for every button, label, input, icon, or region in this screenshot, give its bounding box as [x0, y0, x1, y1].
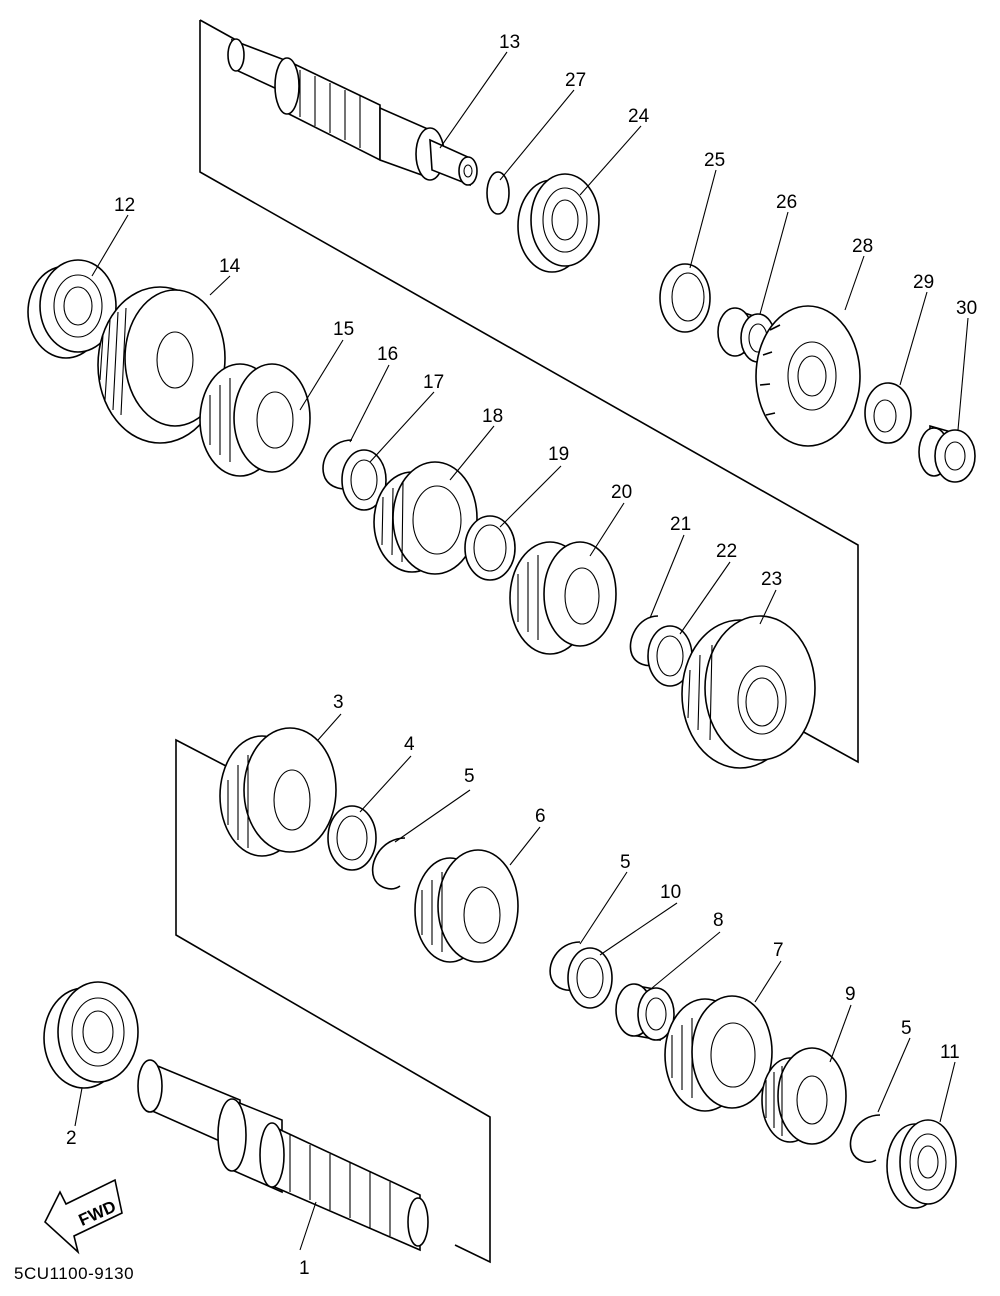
bearing-part-12 — [27, 259, 117, 359]
bearing-part-2 — [43, 981, 139, 1089]
callout-10: 10 — [660, 882, 681, 903]
callout-17: 17 — [423, 372, 444, 393]
circlip-part-5-b — [549, 941, 581, 991]
callout-22: 22 — [716, 541, 737, 562]
circlip-part-5-a — [371, 837, 406, 890]
lower-assembly-frame — [175, 738, 491, 1264]
lock-washer-part-29 — [864, 382, 912, 444]
callout-30: 30 — [956, 298, 977, 319]
washer-part-19 — [464, 515, 516, 581]
callout-4: 4 — [404, 734, 415, 755]
gear-part-18 — [373, 461, 478, 575]
circlip-part-5-c — [849, 1114, 881, 1163]
callout-28: 28 — [852, 236, 873, 257]
gear-part-20 — [509, 541, 617, 655]
gear-part-14 — [97, 286, 226, 444]
callout-labels: 1 2 3 4 5 6 7 8 9 10 11 12 13 14 15 16 1… — [66, 32, 977, 1279]
gear-part-6 — [414, 849, 519, 963]
callout-13: 13 — [499, 32, 520, 53]
o-ring-part-27 — [486, 171, 510, 215]
callout-5-c: 5 — [901, 1018, 912, 1039]
gear-part-23 — [681, 615, 816, 769]
callout-26: 26 — [776, 192, 797, 213]
callout-6: 6 — [535, 806, 546, 827]
sprocket-part-28 — [755, 305, 861, 447]
fwd-arrow-icon: FWD — [44, 1178, 123, 1255]
gear-part-3 — [219, 727, 337, 857]
callout-5-b: 5 — [620, 852, 631, 873]
drive-axle-part-13 — [227, 38, 478, 187]
callout-9: 9 — [845, 984, 856, 1005]
main-axle-part-1 — [137, 1059, 429, 1252]
callout-27: 27 — [565, 70, 586, 91]
drawing-code: 5CU1100-9130 — [14, 1264, 135, 1283]
callout-1: 1 — [299, 1258, 310, 1279]
bearing-part-11 — [886, 1119, 957, 1209]
nut-part-30 — [918, 424, 976, 483]
callout-18: 18 — [482, 406, 503, 427]
callout-14: 14 — [219, 256, 241, 277]
callout-12: 12 — [114, 195, 135, 216]
callout-29: 29 — [913, 272, 934, 293]
gear-part-7 — [664, 995, 773, 1112]
callout-8: 8 — [713, 910, 724, 931]
callout-3: 3 — [333, 692, 344, 713]
washer-part-4 — [327, 805, 377, 871]
callout-11: 11 — [940, 1042, 960, 1063]
callout-7: 7 — [773, 940, 784, 961]
washer-part-17 — [341, 449, 387, 511]
callout-5-a: 5 — [464, 766, 475, 787]
callout-21: 21 — [670, 514, 691, 535]
bearing-part-24 — [517, 173, 600, 273]
bushing-part-8 — [615, 983, 675, 1041]
callout-19: 19 — [548, 444, 569, 465]
callout-24: 24 — [628, 106, 650, 127]
callout-16: 16 — [377, 344, 398, 365]
callout-2: 2 — [66, 1128, 77, 1149]
callout-20: 20 — [611, 482, 632, 503]
leader-lines — [74, 51, 969, 1251]
gear-part-15 — [199, 363, 311, 477]
callout-25: 25 — [704, 150, 725, 171]
upper-assembly-frame — [199, 19, 859, 764]
oil-seal-part-25 — [659, 263, 711, 333]
washer-part-10 — [567, 947, 613, 1009]
gear-part-9 — [761, 1047, 847, 1145]
callout-15: 15 — [333, 319, 354, 340]
callout-23: 23 — [761, 569, 782, 590]
